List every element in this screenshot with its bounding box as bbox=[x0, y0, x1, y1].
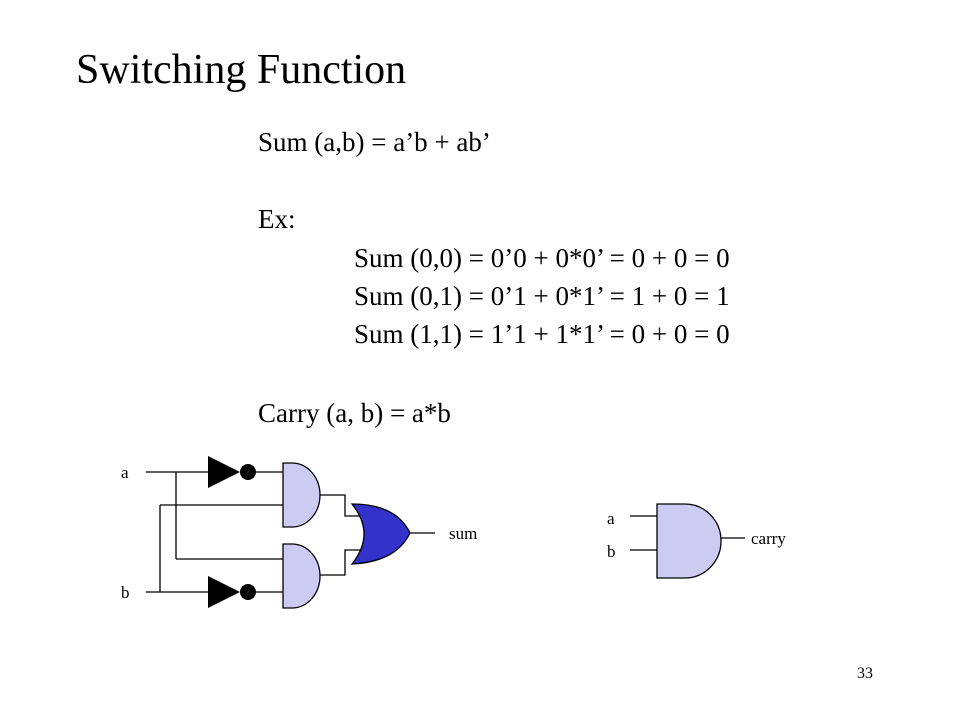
page-number: 33 bbox=[857, 665, 873, 682]
example-label: Ex: bbox=[258, 204, 296, 234]
or-gate bbox=[350, 503, 411, 565]
and-gate-1 bbox=[282, 462, 321, 528]
example-line: Sum (0,1) = 0’1 + 0*1’ = 1 + 0 = 1 bbox=[354, 281, 730, 311]
carry-input-b-label: b bbox=[607, 542, 616, 561]
sum-input-b-label: b bbox=[121, 583, 130, 602]
not-gate-a bbox=[208, 456, 256, 488]
carry-input-a-label: a bbox=[607, 509, 615, 528]
example-line: Sum (0,0) = 0’0 + 0*0’ = 0 + 0 = 0 bbox=[354, 243, 730, 273]
wire-and1-to-or bbox=[320, 494, 370, 517]
page-title: Switching Function bbox=[76, 47, 407, 93]
wire-and2-to-or bbox=[320, 549, 370, 576]
sum-output-label: sum bbox=[449, 524, 477, 543]
and-gate-2 bbox=[282, 543, 321, 609]
and-gate-carry bbox=[656, 503, 722, 579]
carry-circuit bbox=[630, 515, 745, 551]
not-gate-b bbox=[208, 576, 256, 608]
sum-input-a-label: a bbox=[121, 463, 129, 482]
sum-circuit bbox=[146, 471, 435, 593]
carry-output-label: carry bbox=[751, 529, 786, 548]
sum-definition: Sum (a,b) = a’b + ab’ bbox=[258, 127, 491, 157]
carry-definition: Carry (a, b) = a*b bbox=[258, 398, 451, 428]
example-line: Sum (1,1) = 1’1 + 1*1’ = 0 + 0 = 0 bbox=[354, 319, 730, 349]
